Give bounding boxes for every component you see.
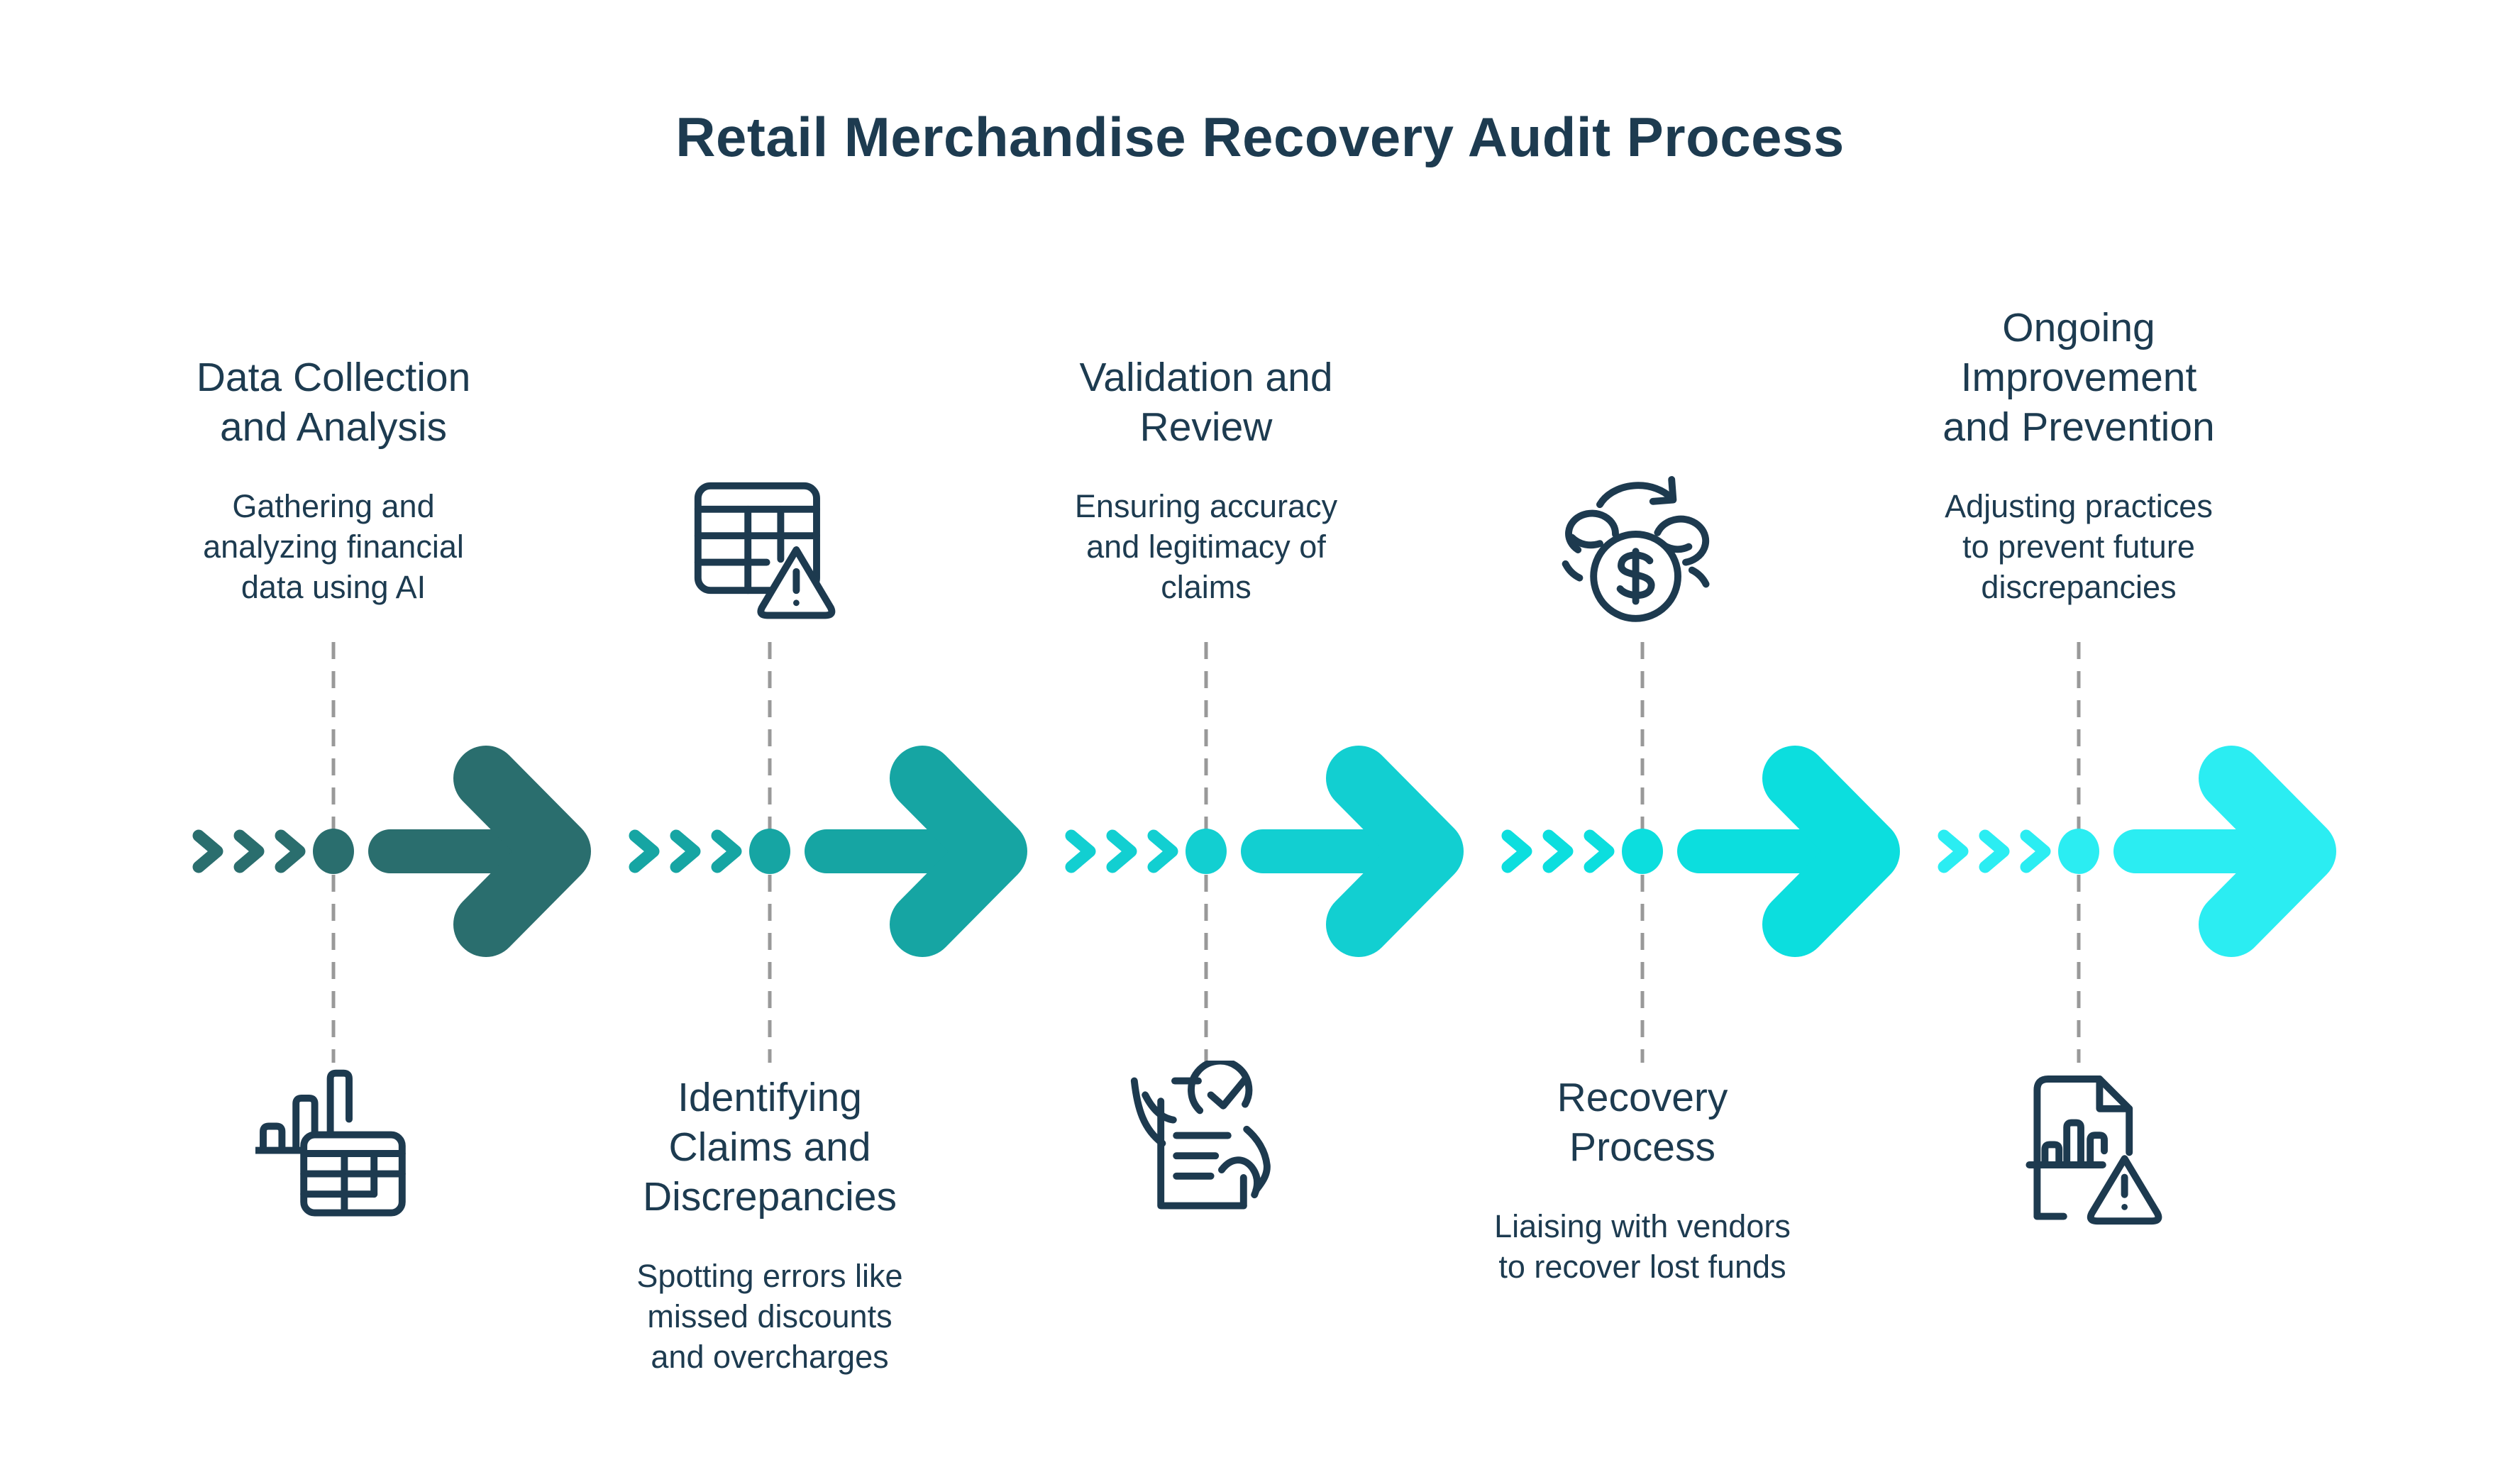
desc-line: Ensuring accuracy (1074, 488, 1338, 524)
heading-line: Discrepancies (643, 1174, 897, 1220)
desc-line: Gathering and (232, 488, 435, 524)
stage-2-description: Spotting errors like missed discounts an… (571, 1256, 968, 1377)
chevron-icon (1584, 829, 1615, 873)
desc-line: to prevent future (1962, 529, 2195, 565)
chevron-icon (1147, 829, 1178, 873)
timeline-dot (1186, 829, 1227, 874)
stage-1-text: Data Collection and Analysis Gathering a… (135, 353, 532, 607)
desc-line: discrepancies (1981, 569, 2177, 605)
page-title: Retail Merchandise Recovery Audit Proces… (675, 106, 1845, 168)
desc-line: Spotting errors like (636, 1258, 903, 1294)
document-check-icon (1128, 1061, 1284, 1217)
chevron-icon (1938, 829, 1969, 873)
desc-line: and legitimacy of (1086, 529, 1326, 565)
chevron-icon (1501, 829, 1532, 873)
timeline-segment-3 (1065, 746, 1464, 957)
heading-line: Ongoing (2002, 305, 2155, 350)
timeline-segment-2 (629, 746, 1027, 957)
heading-line: Review (1139, 404, 1273, 450)
timeline-dot (2058, 829, 2099, 874)
chevron-icon (275, 829, 306, 873)
timeline-dot (749, 829, 790, 874)
desc-line: claims (1161, 569, 1251, 605)
heading-line: Identifying (678, 1075, 862, 1120)
timeline-segment-5 (1938, 746, 2336, 957)
chevron-icon (192, 829, 223, 873)
stage-3-description: Ensuring accuracy and legitimacy of clai… (1007, 486, 1405, 607)
table-warning-icon (692, 472, 848, 628)
timeline-dot (313, 829, 354, 874)
stage-4-heading: Recovery Process (1444, 1073, 1841, 1172)
desc-line: and overcharges (651, 1339, 889, 1375)
desc-line: Adjusting practices (1945, 488, 2213, 524)
chevron-icon (1979, 829, 2010, 873)
chevron-icon (2020, 829, 2051, 873)
timeline-dot (1622, 829, 1663, 874)
arrow-head (1326, 746, 1464, 957)
timeline-segment-1 (192, 746, 591, 957)
desc-line: to recover lost funds (1498, 1249, 1786, 1285)
stage-3-text: Validation and Review Ensuring accuracy … (1007, 353, 1405, 607)
stage-1-description: Gathering and analyzing financial data u… (135, 486, 532, 607)
chevron-icon (1542, 829, 1574, 873)
bar-chart-table-icon (255, 1068, 411, 1224)
arrow-head (2199, 746, 2336, 957)
timeline-segment-4 (1501, 746, 1900, 957)
chevron-icon (629, 829, 660, 873)
desc-line: data using AI (241, 569, 426, 605)
stage-3-heading: Validation and Review (1007, 353, 1405, 452)
desc-line: missed discounts (647, 1298, 892, 1334)
heading-line: Improvement (1960, 355, 2197, 400)
chevron-icon (1065, 829, 1096, 873)
stage-5-description: Adjusting practices to prevent future di… (1880, 486, 2277, 607)
chevron-icon (1106, 829, 1137, 873)
heading-line: Claims and (668, 1124, 871, 1170)
heading-line: Data Collection (196, 355, 471, 400)
money-recovery-icon (1561, 472, 1717, 628)
heading-line: Process (1569, 1124, 1715, 1170)
stage-4-text: Recovery Process Liaising with vendors t… (1444, 1073, 1841, 1287)
heading-line: and Analysis (219, 404, 448, 450)
stage-2-heading: Identifying Claims and Discrepancies (571, 1073, 968, 1222)
stage-1-heading: Data Collection and Analysis (135, 353, 532, 452)
stage-4-description: Liaising with vendors to recover lost fu… (1444, 1206, 1841, 1287)
arrow-head (890, 746, 1027, 957)
arrow-head (1762, 746, 1900, 957)
heading-line: and Prevention (1942, 404, 2215, 450)
stage-5-text: Ongoing Improvement and Prevention Adjus… (1880, 303, 2277, 607)
chevron-icon (711, 829, 742, 873)
chevron-icon (233, 829, 265, 873)
heading-line: Recovery (1557, 1075, 1728, 1120)
stage-5-heading: Ongoing Improvement and Prevention (1880, 303, 2277, 452)
desc-line: analyzing financial (203, 529, 464, 565)
heading-line: Validation and (1079, 355, 1333, 400)
desc-line: Liaising with vendors (1494, 1208, 1791, 1244)
stage-2-text: Identifying Claims and Discrepancies Spo… (571, 1073, 968, 1377)
report-warning-icon (2018, 1071, 2174, 1227)
arrow-head (453, 746, 591, 957)
chevron-icon (670, 829, 701, 873)
